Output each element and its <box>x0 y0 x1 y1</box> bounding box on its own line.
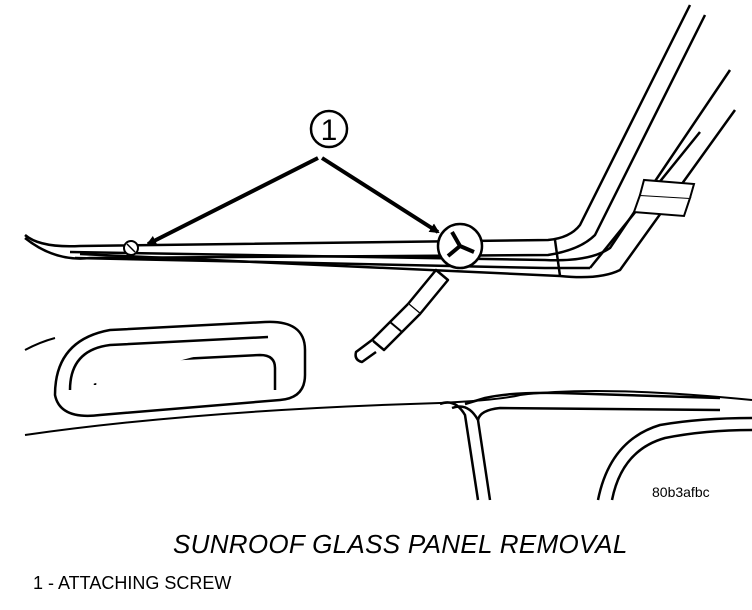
callout-number: 1 <box>321 114 338 147</box>
screwdriver-tool <box>354 222 484 364</box>
grab-handle <box>53 320 307 418</box>
leader-arrows <box>146 156 440 246</box>
callout-1: 1 <box>309 109 349 149</box>
sunroof-frame <box>24 4 737 279</box>
frame-clip <box>632 178 696 218</box>
sunroof-removal-illustration: 1 80b3afbc <box>24 4 752 501</box>
attaching-screw-left <box>123 240 139 256</box>
pillar-trim <box>439 391 752 501</box>
figure-caption: SUNROOF GLASS PANEL REMOVAL <box>173 529 628 559</box>
headliner-contour <box>24 337 752 436</box>
figure-code: 80b3afbc <box>652 484 710 500</box>
legend-list: 1 - ATTACHING SCREW <box>33 573 231 594</box>
legend-item-1: 1 - ATTACHING SCREW <box>33 573 232 593</box>
